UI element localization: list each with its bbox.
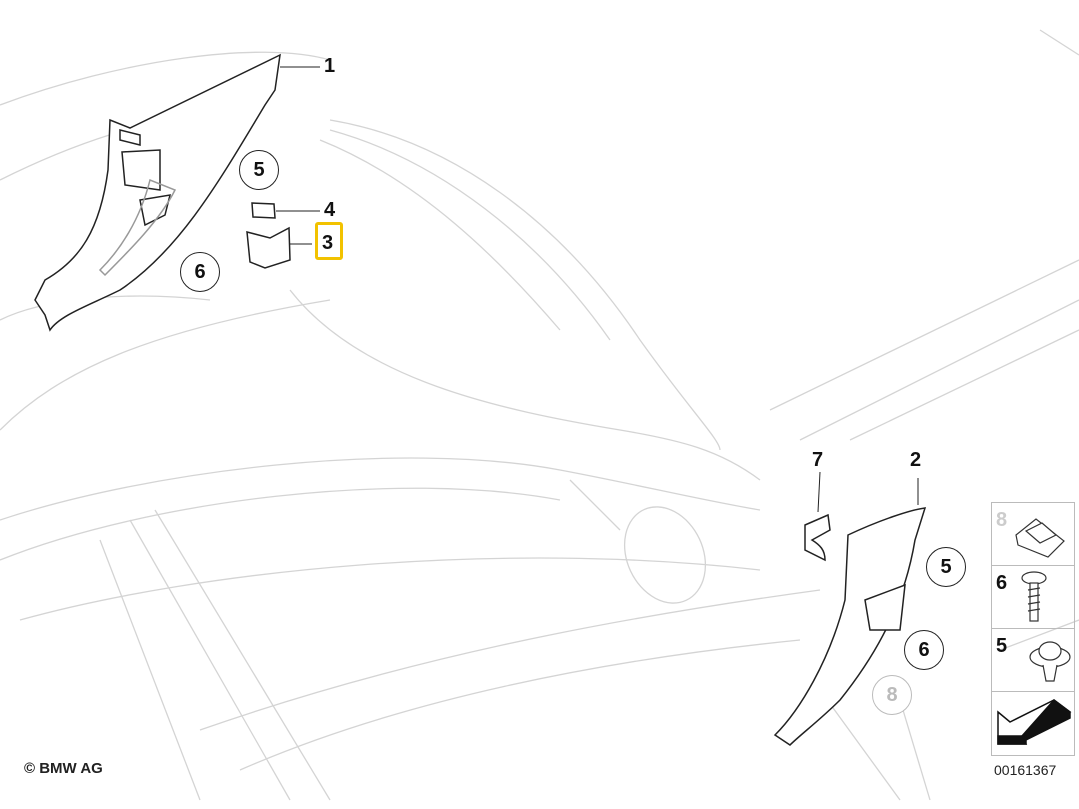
push-rivet-icon [1029,641,1071,682]
circled-callout-6-right[interactable]: 6 [904,630,944,670]
legend-item-screw[interactable]: 6 [992,566,1074,629]
circled-callout-8-right[interactable]: 8 [872,675,912,715]
legend-number: 5 [996,635,1008,657]
callout-part-2[interactable]: 2 [910,449,922,471]
arrow-icon [997,698,1072,745]
callout-part-3[interactable]: 3 [322,232,334,254]
legend-item-clip[interactable]: 8 [992,503,1074,566]
callout-part-4[interactable]: 4 [324,199,336,221]
clip-icon [1015,518,1065,558]
legend-item-push-rivet[interactable]: 5 [992,629,1074,692]
legend-item-arrow[interactable] [992,692,1074,754]
screw-icon [1021,571,1047,622]
legend-number: 6 [996,572,1008,594]
legend-number: 8 [996,509,1008,531]
circled-callout-5-right[interactable]: 5 [926,547,966,587]
callout-part-1[interactable]: 1 [324,55,336,77]
circled-callout-6-top[interactable]: 6 [180,252,220,292]
copyright-label: © BMW AG [24,760,103,777]
callout-part-7[interactable]: 7 [812,449,824,471]
circled-callout-5-top[interactable]: 5 [239,150,279,190]
selected-part-highlight [315,222,343,260]
image-number: 00161367 [994,762,1057,778]
fasteners-legend: 8 6 5 [991,502,1075,756]
